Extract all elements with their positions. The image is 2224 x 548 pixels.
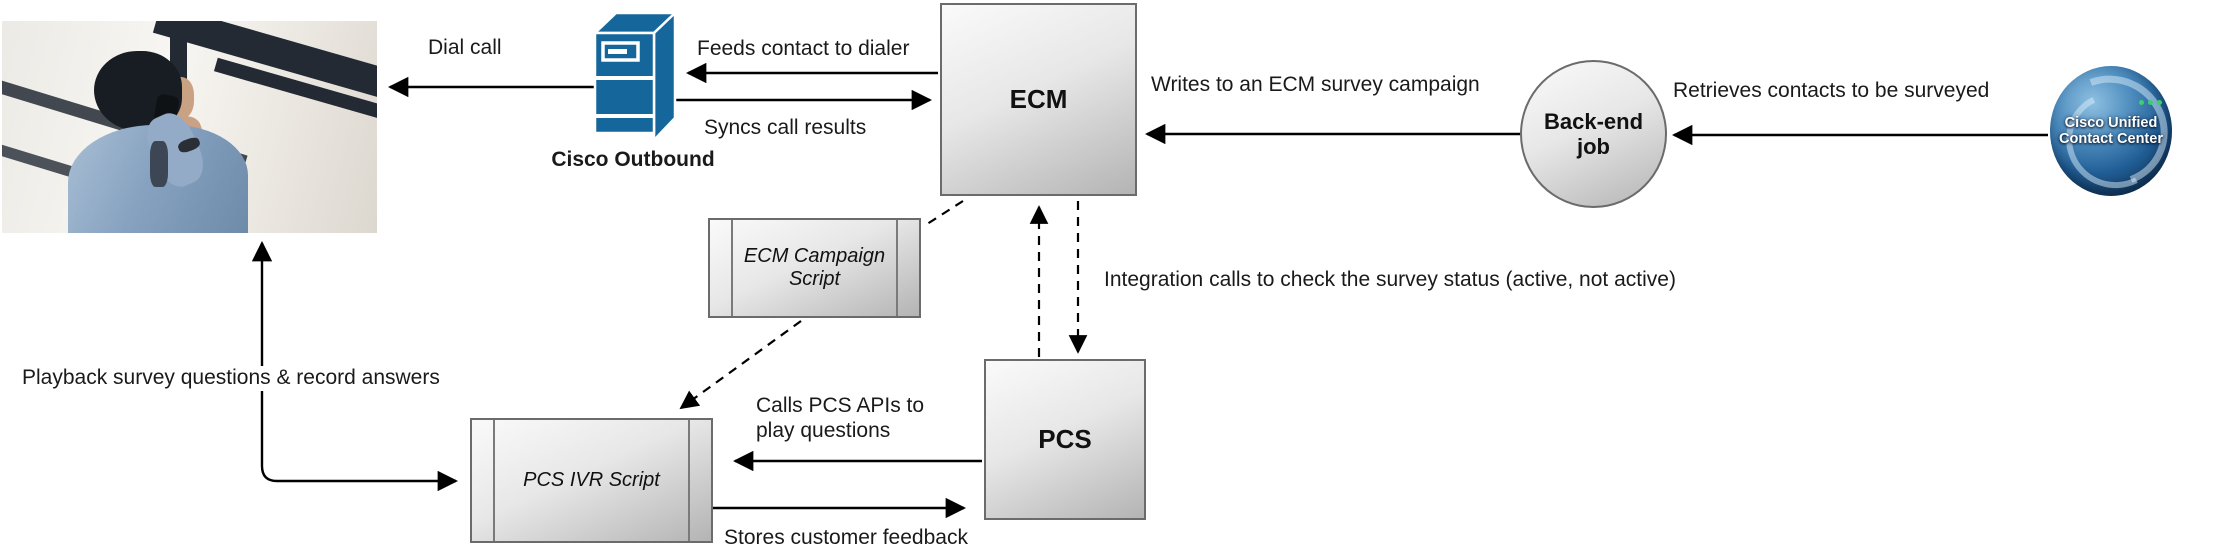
pcs-label: PCS: [1038, 424, 1092, 454]
process-side-bar: [896, 220, 898, 316]
ecm-label: ECM: [1009, 84, 1068, 114]
cisco-outbound-server-icon: [591, 10, 679, 144]
retrieves-contacts-label: Retrieves contacts to be surveyed: [1673, 79, 1990, 102]
writes-campaign-label: Writes to an ECM survey campaign: [1151, 73, 1480, 96]
dashed-ecm-to-campaign-script: [923, 200, 964, 227]
pcs-ivr-script-label: PCS IVR Script: [523, 469, 660, 491]
stores-feedback-label: Stores customer feedback: [724, 526, 968, 548]
calls-pcs-apis-label: Calls PCS APIs to play questions: [756, 394, 925, 442]
cisco-ucc-label: Cisco Unified Contact Center: [2059, 114, 2163, 147]
process-side-bar: [731, 220, 733, 316]
ecm-campaign-script-label: ECM Campaign Script: [743, 245, 886, 290]
globe-status-dots: [2139, 100, 2144, 105]
node-ecm: ECM: [940, 3, 1137, 196]
cisco-unified-contact-center-globe-icon: Cisco Unified Contact Center: [2050, 66, 2172, 196]
node-ecm-campaign-script: ECM Campaign Script: [708, 218, 921, 318]
photo-art-shape: [150, 141, 168, 187]
process-side-bar: [493, 420, 495, 541]
integration-calls-label: Integration calls to check the survey st…: [1104, 268, 1676, 291]
arrow-playback-survey: [251, 240, 459, 492]
node-pcs-ivr-script: PCS IVR Script: [470, 418, 713, 543]
process-side-bar: [688, 420, 690, 541]
customer-on-phone-photo: [2, 21, 377, 233]
playback-survey-label: Playback survey questions & record answe…: [20, 366, 442, 391]
syncs-results-label: Syncs call results: [704, 116, 867, 139]
backend-job-label: Back-end job: [1543, 108, 1644, 159]
node-backend-job: Back-end job: [1520, 60, 1667, 208]
dial-call-label: Dial call: [428, 36, 502, 59]
dashed-campaign-script-to-ivr-script: [679, 320, 802, 410]
feeds-contact-label: Feeds contact to dialer: [697, 37, 910, 60]
node-pcs: PCS: [984, 359, 1146, 520]
cisco-outbound-label: Cisco Outbound: [551, 148, 715, 171]
